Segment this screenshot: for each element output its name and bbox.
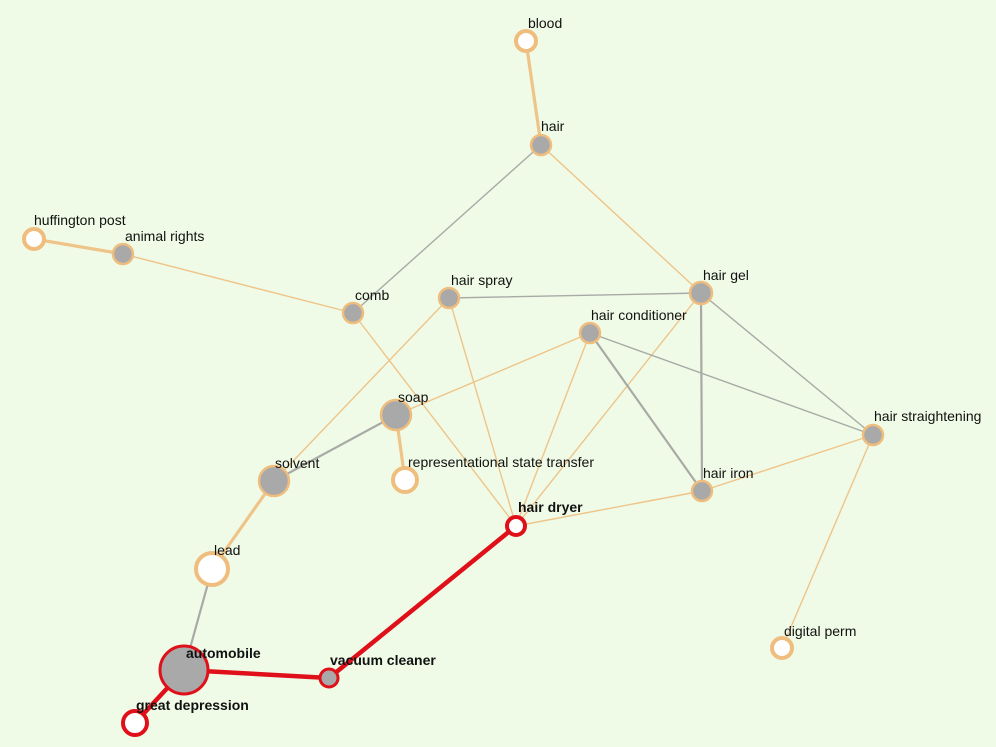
node-huffington-post[interactable] xyxy=(22,227,46,251)
edge-animal-rights-comb xyxy=(122,253,354,314)
node-hair-iron[interactable] xyxy=(690,479,714,503)
node-hair-dryer[interactable] xyxy=(505,515,527,537)
node-representational-state-transfer[interactable] xyxy=(391,466,419,494)
node-label-hair-dryer: hair dryer xyxy=(518,499,583,515)
node-label-representational-state-transfer: representational state transfer xyxy=(408,454,594,470)
edge-hair-spray-solvent xyxy=(273,297,450,482)
node-hair-straightening[interactable] xyxy=(861,423,885,447)
node-label-hair-straightening: hair straightening xyxy=(874,408,981,424)
node-label-blood: blood xyxy=(528,15,562,31)
node-label-hair-iron: hair iron xyxy=(703,465,754,481)
edge-hair-gel-hair-iron xyxy=(699,291,704,493)
node-label-great-depression: great depression xyxy=(136,697,249,713)
edge-hair-gel-hair-dryer xyxy=(515,292,702,527)
node-label-vacuum-cleaner: vacuum cleaner xyxy=(330,652,436,668)
edge-hair-spray-hair-gel xyxy=(448,292,702,299)
edge-hair-iron-hair-dryer xyxy=(515,490,703,527)
node-label-soap: soap xyxy=(398,389,429,405)
node-label-hair-conditioner: hair conditioner xyxy=(591,307,687,323)
node-animal-rights[interactable] xyxy=(111,242,135,266)
edge-hair-conditioner-hair-straightening xyxy=(589,332,874,436)
edges-layer xyxy=(32,39,874,726)
node-lead[interactable] xyxy=(194,551,230,587)
node-label-huffington-post: huffington post xyxy=(34,212,126,228)
node-digital-perm[interactable] xyxy=(770,636,794,660)
edge-hair-spray-hair-dryer xyxy=(448,297,517,527)
edge-hair-conditioner-soap xyxy=(395,332,591,416)
edge-hair-conditioner-hair-dryer xyxy=(515,332,591,527)
node-label-hair: hair xyxy=(541,118,565,134)
node-label-hair-gel: hair gel xyxy=(703,267,749,283)
node-soap[interactable] xyxy=(379,398,413,432)
node-vacuum-cleaner[interactable] xyxy=(318,667,340,689)
node-label-digital-perm: digital perm xyxy=(784,623,856,639)
node-solvent[interactable] xyxy=(257,464,291,498)
edge-comb-hair-dryer xyxy=(352,312,517,527)
edge-blood-hair xyxy=(524,39,543,147)
node-label-hair-spray: hair spray xyxy=(451,272,512,288)
nodes-layer xyxy=(22,29,885,737)
node-label-animal-rights: animal rights xyxy=(125,228,204,244)
node-label-solvent: solvent xyxy=(275,455,319,471)
edge-vacuum-cleaner-hair-dryer xyxy=(326,523,519,681)
node-label-comb: comb xyxy=(355,287,389,303)
edge-hair-hair-gel xyxy=(540,144,702,294)
node-label-lead: lead xyxy=(214,542,240,558)
edge-hair-conditioner-hair-iron xyxy=(588,331,704,493)
edge-hair-comb xyxy=(352,144,542,314)
node-label-automobile: automobile xyxy=(186,645,261,661)
node-hair-gel[interactable] xyxy=(688,280,714,306)
node-comb[interactable] xyxy=(341,301,365,325)
node-hair-conditioner[interactable] xyxy=(578,321,602,345)
edge-soap-solvent xyxy=(272,413,398,483)
edge-huffington-post-animal-rights xyxy=(32,237,125,256)
node-great-depression[interactable] xyxy=(121,709,149,737)
node-blood[interactable] xyxy=(514,29,538,53)
node-hair-spray[interactable] xyxy=(437,286,461,310)
edge-hair-straightening-digital-perm xyxy=(781,434,874,649)
edge-hair-gel-hair-straightening xyxy=(700,292,874,436)
node-automobile[interactable] xyxy=(158,644,210,696)
edge-hair-straightening-hair-iron xyxy=(701,434,874,492)
node-hair[interactable] xyxy=(529,133,553,157)
